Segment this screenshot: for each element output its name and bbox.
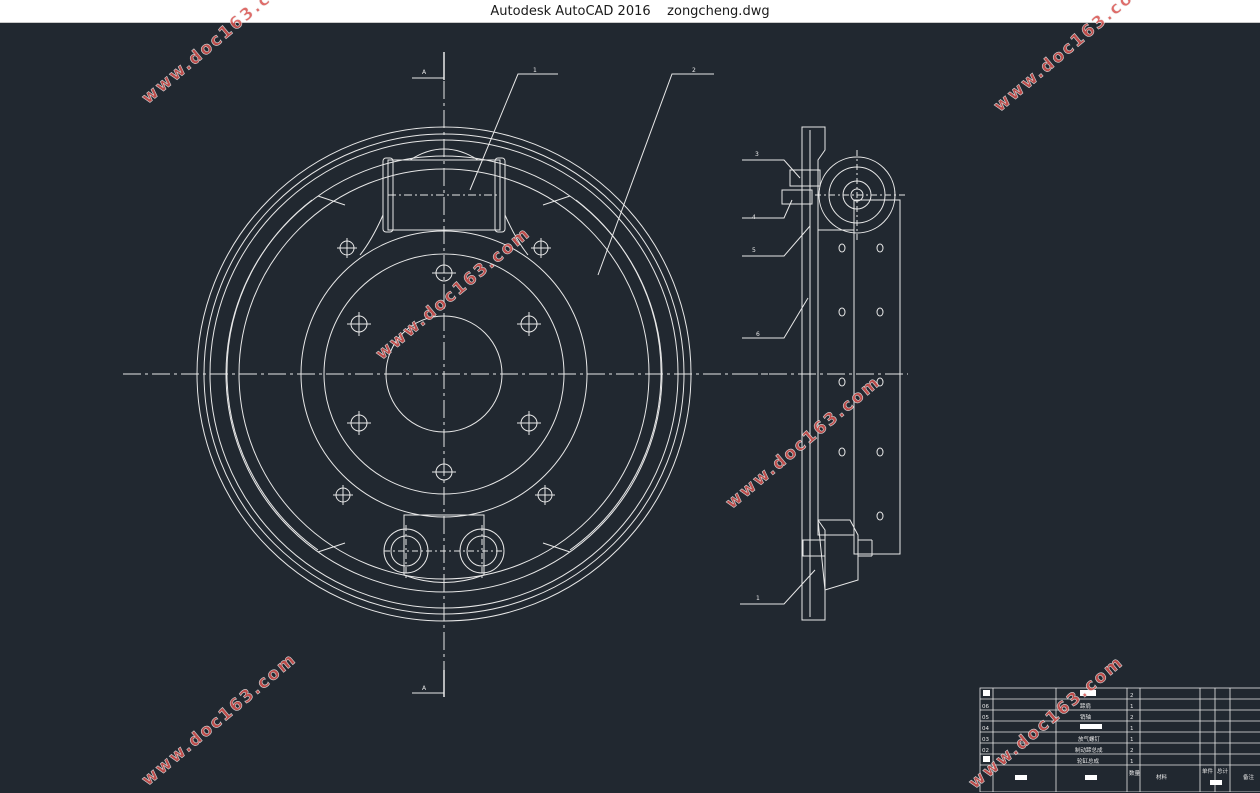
title-bar: Autodesk AutoCAD 2016 zongcheng.dwg [0, 0, 1260, 23]
wheel-cylinder [359, 148, 529, 256]
bom-row3-no: 05 [982, 715, 989, 721]
leader-5: 5 [752, 247, 756, 254]
bom-row5-no: 03 [982, 737, 989, 743]
bom-row6-qty: 2 [1130, 748, 1134, 754]
bom-row2-qty: 1 [1130, 704, 1134, 710]
leader-1-top: 1 [533, 67, 537, 74]
bom-row4-qty: 1 [1130, 726, 1134, 732]
bom-row7-qty: 1 [1130, 759, 1134, 765]
leader-6: 6 [756, 331, 760, 338]
bom-row4-no: 04 [982, 726, 989, 732]
bom-row6-no: 02 [982, 748, 989, 754]
leader-4: 4 [752, 214, 756, 221]
bom-note-label: 备注 [1243, 773, 1255, 781]
leader-2: 2 [692, 67, 696, 74]
bom-table [979, 687, 1260, 792]
bom-row3-qty: 2 [1130, 715, 1134, 721]
bom-material-label: 材料 [1156, 773, 1168, 781]
bom-row1-qty: 2 [1130, 693, 1134, 699]
bom-unit-label: 单件 [1202, 767, 1214, 775]
section-marker-top: A [422, 69, 427, 76]
side-view [740, 126, 908, 621]
bom-row5-name: 放气螺钉 [1078, 735, 1101, 743]
cad-drawing[interactable]: 1 2 3 4 5 6 1 A A 2 06 蹄肩 1 05 销轴 2 04 1… [0, 23, 1260, 792]
leader-3: 3 [755, 151, 759, 158]
bom-row5-qty: 1 [1130, 737, 1134, 743]
bolt-holes [333, 238, 555, 505]
drum-outer-circle [196, 126, 692, 622]
bom-row3-name: 销轴 [1080, 713, 1092, 721]
bom-total-label: 总计 [1217, 767, 1229, 775]
section-marker-bottom: A [422, 685, 427, 692]
leader-1-bottom: 1 [756, 595, 760, 602]
hub-circle [385, 315, 503, 433]
bom-row2-name: 蹄肩 [1080, 702, 1091, 710]
bom-qty-label: 数量 [1129, 769, 1141, 777]
bom-row7-name: 轮缸总成 [1077, 757, 1100, 765]
bom-row2-no: 06 [982, 704, 989, 710]
bom-row6-name: 制动蹄总成 [1075, 746, 1103, 754]
window-title: Autodesk AutoCAD 2016 zongcheng.dwg [490, 3, 770, 19]
anchor-block [383, 514, 505, 583]
